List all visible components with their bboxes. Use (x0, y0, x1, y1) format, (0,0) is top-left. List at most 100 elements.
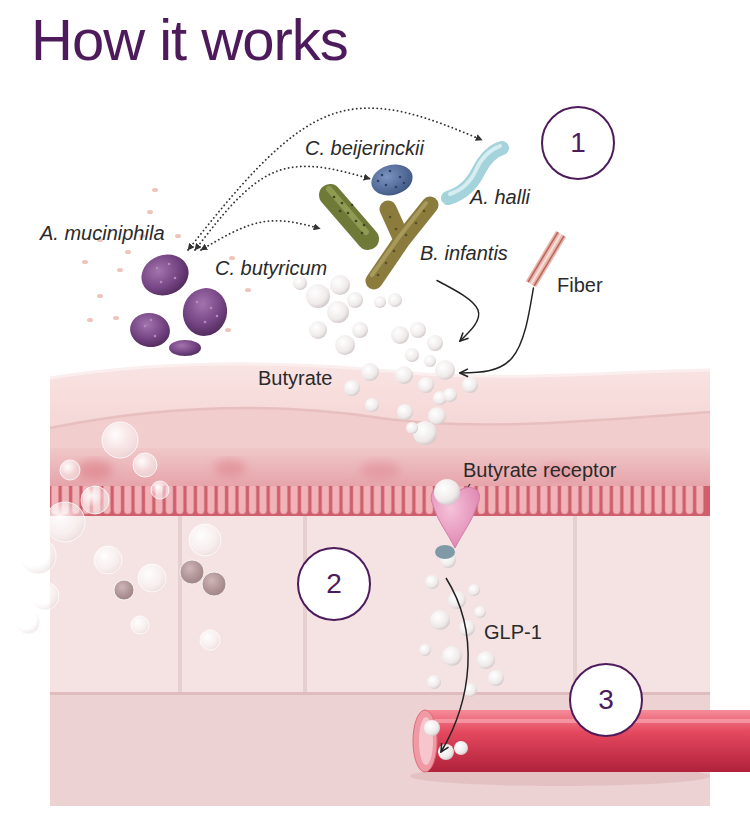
vesicle-bubble (45, 502, 85, 542)
glp1-bubble (474, 606, 486, 618)
node-shape (390, 325, 460, 405)
speckle (156, 267, 159, 270)
microvillus (353, 484, 360, 514)
particle (87, 318, 93, 322)
speckle (393, 250, 396, 253)
glp1-bubble (442, 646, 462, 666)
butyrate-bubble (388, 293, 402, 307)
speckle (423, 210, 426, 213)
microvillus (613, 484, 620, 514)
glp1-bubbles (419, 552, 504, 760)
fiber-stripe (528, 232, 558, 282)
particle (113, 316, 119, 320)
butyrate-bubble (327, 301, 349, 323)
microvillus (686, 484, 693, 514)
speckle (333, 196, 336, 199)
butyrate-bubble (435, 360, 455, 380)
callout-circle: 3 (568, 662, 644, 738)
signal-molecule (435, 545, 455, 559)
speckle (351, 204, 354, 207)
vesicle-bubble (151, 481, 169, 499)
butyrate-bubble (443, 388, 457, 402)
node-shape (425, 470, 485, 560)
vesicle-bubble (131, 616, 149, 634)
fiber-shape (531, 234, 561, 284)
microvilli (51, 484, 703, 514)
microvillus (696, 484, 703, 514)
microvillus (135, 484, 142, 514)
haze-spot (360, 461, 400, 479)
callout-number: 2 (326, 570, 342, 598)
receptor-node: Butyrate receptor (425, 470, 485, 560)
bacterium-shape (127, 310, 172, 350)
microvillus (415, 484, 422, 514)
microvillus (603, 484, 610, 514)
speckle (385, 184, 388, 187)
butyrate-bubble (344, 380, 360, 396)
microvillus (218, 484, 225, 514)
vessel-opening (413, 710, 437, 772)
microvillus (665, 484, 672, 514)
speckle (385, 262, 388, 265)
microvillus (634, 484, 641, 514)
node-shape (370, 163, 415, 198)
butyrate-bubble (347, 292, 363, 308)
speckle (160, 281, 163, 284)
callout-ring (570, 664, 642, 736)
microvillus (322, 484, 329, 514)
secretion-arrow (441, 578, 468, 752)
butyrate-bubble (397, 404, 413, 420)
microvillus (530, 484, 537, 514)
callout-ring (298, 548, 370, 620)
butyrate-bubble (309, 321, 327, 339)
glp1-bubble (477, 651, 495, 669)
microvillus (114, 484, 121, 514)
microvillus (374, 484, 381, 514)
microvillus (291, 484, 298, 514)
butyrate-bubble (335, 335, 355, 355)
speckle (389, 170, 392, 173)
speckle (399, 176, 402, 179)
particle (147, 210, 153, 214)
microvillus (343, 484, 350, 514)
microvillus (551, 484, 558, 514)
microvillus (311, 484, 318, 514)
butyrate-bubble (427, 335, 443, 351)
bacterium-shape (178, 283, 233, 341)
speckle (395, 228, 398, 231)
vesicle-bubble (189, 524, 221, 556)
glp1-bubble (425, 575, 439, 589)
particle (82, 260, 88, 264)
speckle (168, 263, 171, 266)
microvillus (187, 484, 194, 514)
callout-circle: 1 (540, 105, 616, 181)
speckle (377, 180, 380, 183)
butyrate-bubbles (293, 275, 478, 445)
part-label: Butyrate receptor (463, 458, 616, 482)
vesicle-bubble (200, 630, 220, 650)
interaction-arrow (188, 108, 482, 250)
bacterium-node: C. butyricum (320, 183, 380, 248)
interaction-arrow (201, 221, 320, 250)
cell-border (573, 514, 577, 692)
glp1-bubble (430, 610, 450, 630)
particle (125, 250, 131, 254)
microvillus (228, 484, 235, 514)
microvillus (249, 484, 256, 514)
microvillus (675, 484, 682, 514)
speckle (196, 301, 199, 304)
callout-ring (542, 107, 614, 179)
speckle (154, 335, 157, 338)
butyrate-bubble (374, 296, 386, 308)
microvillus (644, 484, 651, 514)
microvillus (332, 484, 339, 514)
vesicle-bubble (31, 582, 59, 610)
vesicle-bubble (20, 538, 56, 574)
butyrate-bubble (352, 322, 368, 338)
part-label: A. muciniphila (40, 221, 165, 245)
speckle (144, 325, 147, 328)
haze-spot (77, 460, 113, 480)
microvillus (561, 484, 568, 514)
